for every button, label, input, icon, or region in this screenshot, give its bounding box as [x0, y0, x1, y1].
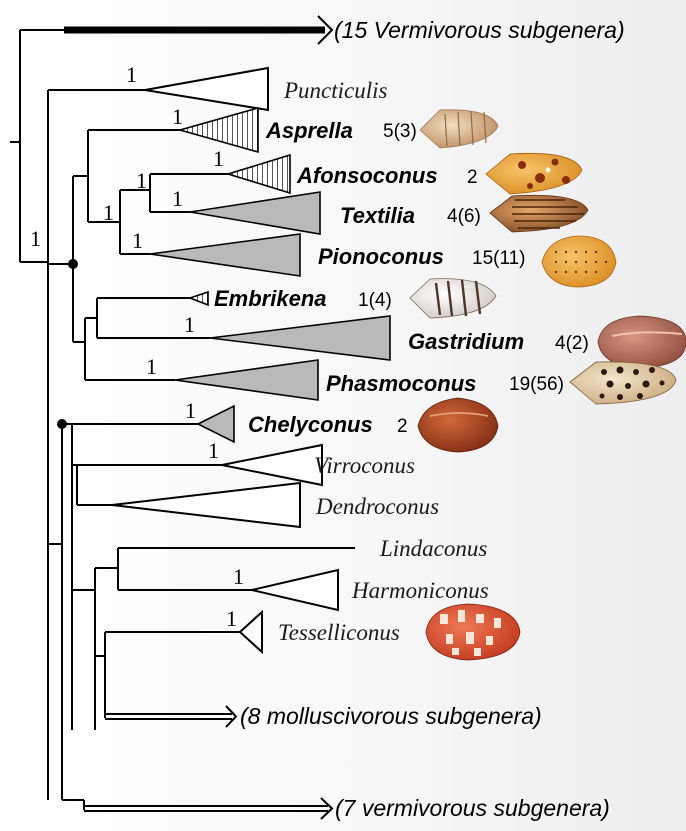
triangle-pionoconus — [150, 234, 300, 276]
label-textilia: Textilia — [340, 203, 415, 228]
count-phasmoconus: 19(56) — [509, 374, 564, 395]
support-phasmoconus: 1 — [146, 354, 157, 379]
label-gastridium: Gastridium — [408, 329, 524, 354]
label-tesselliconus: Tesselliconus — [278, 620, 400, 645]
support-harmoniconus: 1 — [233, 564, 244, 589]
support-puncticulis: 1 — [126, 62, 137, 87]
triangle-gastridium — [210, 316, 390, 360]
label-puncticulis: Puncticulis — [283, 78, 388, 103]
shell-textilia-icon — [490, 195, 588, 232]
shell-embrikena-icon — [410, 279, 496, 318]
support-afo-tex: 1 — [136, 168, 147, 193]
label-dendroconus: Dendroconus — [315, 494, 439, 519]
triangle-virroconus — [222, 445, 322, 485]
shell-asprella-icon — [420, 110, 498, 148]
support-tesselliconus: 1 — [226, 606, 237, 631]
support-root: 1 — [30, 226, 41, 251]
shell-tesselliconus-icon — [426, 604, 520, 660]
outgroup-bottom-label: (7 vermivorous subgenera) — [335, 795, 610, 821]
label-pionoconus: Pionoconus — [318, 244, 444, 269]
count-asprella: 5(3) — [383, 121, 417, 142]
label-embrikena: Embrikena — [214, 286, 327, 311]
label-phasmoconus: Phasmoconus — [326, 371, 476, 396]
label-harmoniconus: Harmoniconus — [351, 578, 489, 603]
count-gastridium: 4(2) — [555, 333, 589, 354]
triangle-puncticulis — [145, 68, 268, 110]
shell-afonsoconus-icon — [486, 153, 582, 194]
triangle-harmoniconus — [252, 570, 338, 610]
shell-gastridium-icon — [598, 316, 686, 368]
shell-phasmoconus-icon — [570, 362, 676, 404]
label-afonsoconus: Afonsoconus — [296, 163, 438, 188]
support-afonsoconus: 1 — [213, 146, 224, 171]
label-chelyconus: Chelyconus — [248, 412, 373, 437]
count-textilia: 4(6) — [447, 206, 481, 227]
label-asprella: Asprella — [265, 118, 353, 143]
triangle-embrikena — [190, 292, 208, 305]
outgroup-molluscivorous-label: (8 molluscivorous subgenera) — [240, 703, 542, 729]
shell-pionoconus-icon — [542, 236, 616, 287]
support-gastridium: 1 — [184, 312, 195, 337]
count-pionoconus: 15(11) — [472, 248, 526, 269]
count-afonsoconus: 2 — [467, 167, 478, 188]
support-chelyconus: 1 — [185, 398, 196, 423]
shell-chelyconus-icon — [418, 398, 498, 452]
support-textilia: 1 — [172, 186, 183, 211]
support-asprella: 1 — [172, 104, 183, 129]
triangle-dendroconus — [112, 483, 300, 527]
triangle-phasmoconus — [175, 360, 318, 400]
support-pionoconus: 1 — [132, 228, 143, 253]
support-virroconus: 1 — [208, 438, 219, 463]
support-asp-afo-tex-pio: 1 — [103, 200, 114, 225]
triangle-chelyconus — [198, 406, 234, 442]
label-virroconus: Virroconus — [314, 453, 415, 478]
triangle-textilia — [190, 192, 320, 234]
count-embrikena: 1(4) — [358, 290, 392, 311]
triangle-afonsoconus — [228, 155, 290, 193]
triangle-tesselliconus — [240, 612, 262, 652]
outgroup-top-label: (15 Vermivorous subgenera) — [334, 17, 625, 43]
label-lindaconus: Lindaconus — [379, 536, 487, 561]
count-chelyconus: 2 — [397, 416, 408, 437]
